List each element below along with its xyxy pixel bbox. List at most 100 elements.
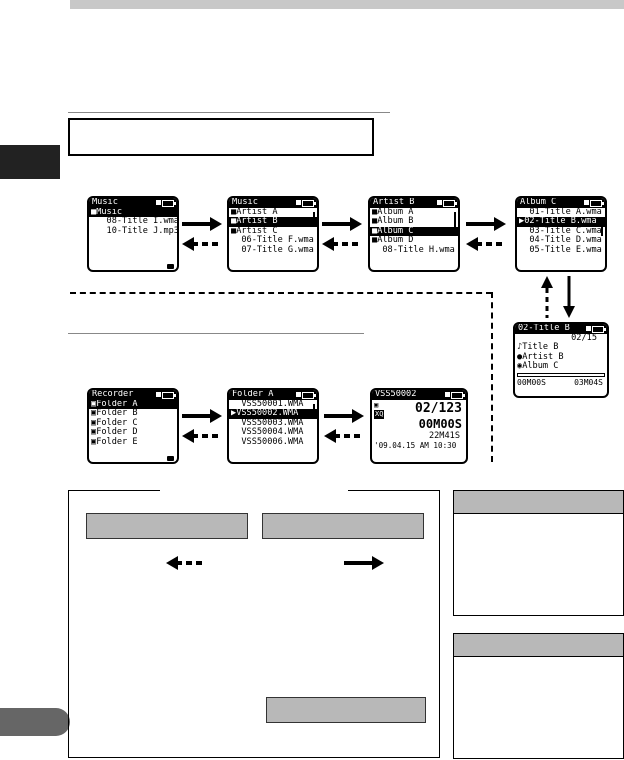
play-icon: ▶ bbox=[231, 408, 237, 419]
arrow-set-1 bbox=[182, 217, 222, 251]
heading-rule-recorder bbox=[68, 333, 364, 334]
screen-title: 02-Title B bbox=[518, 323, 570, 333]
side-note-2 bbox=[453, 633, 624, 759]
folder-icon: ■ bbox=[372, 207, 378, 217]
scrollbar bbox=[313, 404, 315, 418]
legend-label-bottom bbox=[266, 697, 426, 723]
list-item: 03-Title C.wma bbox=[529, 225, 602, 236]
track-title: Title B bbox=[522, 342, 559, 353]
folder-icon: ▣ bbox=[91, 417, 97, 428]
list-item: Artist C bbox=[236, 225, 278, 236]
list-item: Folder D bbox=[96, 427, 138, 438]
list-item: VSS50004.WMA bbox=[241, 427, 304, 438]
arrow-set-vertical bbox=[541, 276, 575, 318]
track-count: 02/15 bbox=[571, 333, 597, 343]
screen-track-info: 02-Title B 02/15 ♪Title B ●Artist B ◉Alb… bbox=[513, 322, 609, 398]
folder-a-icon: ▣ bbox=[374, 401, 379, 409]
progress-bar bbox=[517, 372, 605, 377]
arrow-set-3 bbox=[466, 217, 506, 251]
arrow-set-2 bbox=[322, 217, 362, 251]
folder-icon bbox=[167, 264, 174, 269]
list-item: 02-Title B.wma bbox=[524, 216, 597, 227]
note-icon: ♪ bbox=[517, 342, 523, 353]
heading-rule-music bbox=[68, 112, 390, 113]
folder-icon: ▣ bbox=[91, 408, 97, 419]
screen-music: Music ■Music 08-Title I.wma 10-Title J.m… bbox=[87, 196, 179, 272]
heading-box-music bbox=[68, 118, 374, 156]
play-icon: ▶ bbox=[519, 216, 525, 227]
list-item: Folder B bbox=[96, 408, 138, 419]
screen-title: Folder A bbox=[232, 389, 274, 399]
total-time: 03M04S bbox=[574, 377, 603, 387]
list-item: VSS50001.WMA bbox=[241, 399, 304, 409]
list-item: Folder C bbox=[96, 417, 138, 428]
list-item: Album B bbox=[377, 216, 414, 227]
side-note-1 bbox=[453, 490, 624, 616]
screen-album: Album C 01-Title A.wma ▶02-Title B.wma 0… bbox=[515, 196, 607, 272]
list-item: Artist B bbox=[236, 216, 278, 227]
screen-artist: Artist B ■Album A ■Album B ■Album C ■Alb… bbox=[368, 196, 460, 272]
screen-folder: Folder A VSS50001.WMA ▶VSS50002.WMA VSS5… bbox=[227, 388, 319, 464]
record-date: '09.04.15 AM 10:30 bbox=[374, 441, 457, 451]
list-item: 08-Title I.wma bbox=[106, 216, 179, 227]
screen-file: VSS50002 ▣ XQ 02/123 00M00S 22M41S '09.0… bbox=[370, 388, 468, 464]
list-item: Folder E bbox=[96, 436, 138, 447]
folder-icon bbox=[167, 456, 174, 461]
list-item: 10-Title J.mp3 bbox=[106, 225, 179, 236]
divider-dashed bbox=[70, 292, 492, 294]
legend-arrow-solid bbox=[344, 556, 384, 570]
elapsed-time: 00M00S bbox=[517, 377, 546, 387]
screen-title: Artist B bbox=[373, 197, 415, 207]
list-item: Album A bbox=[377, 207, 414, 217]
screen-title: Music bbox=[232, 197, 258, 207]
list-item: VSS50006.WMA bbox=[241, 436, 304, 447]
list-item: 06-Title F.wma bbox=[241, 235, 314, 246]
header-bar bbox=[70, 0, 624, 9]
battery-icon bbox=[162, 200, 176, 207]
list-item: Album C bbox=[377, 225, 414, 236]
side-note-header bbox=[454, 634, 623, 657]
folder-icon: ■ bbox=[372, 235, 378, 246]
scrollbar bbox=[601, 222, 603, 236]
legend-arrow-dashed bbox=[166, 556, 206, 570]
folder-icon: ■ bbox=[231, 225, 237, 236]
list-item: 08-Title H.wma bbox=[382, 244, 455, 255]
list-item: 01-Title A.wma bbox=[529, 207, 602, 217]
list-item: Music bbox=[96, 207, 123, 217]
scrollbar bbox=[454, 212, 456, 232]
section-tab bbox=[0, 145, 60, 179]
list-item: VSS50003.WMA bbox=[241, 417, 304, 428]
battery-icon bbox=[302, 200, 316, 207]
track-artist: Artist B bbox=[522, 351, 564, 362]
arrow-set-5 bbox=[324, 409, 364, 443]
track-album: Album C bbox=[522, 361, 559, 372]
arrow-set-4 bbox=[182, 409, 222, 443]
divider-dashed-vertical bbox=[491, 292, 493, 462]
scrollbar bbox=[313, 212, 315, 224]
folder-icon: ▣ bbox=[91, 427, 97, 438]
page-tab bbox=[0, 708, 70, 736]
list-item: VSS50002.WMA bbox=[236, 408, 299, 419]
file-length: 22M41S bbox=[428, 431, 460, 441]
battery-icon bbox=[451, 392, 465, 399]
folder-icon: ■ bbox=[231, 216, 237, 227]
folder-icon: ▣ bbox=[91, 399, 97, 409]
list-item: 04-Title D.wma bbox=[529, 235, 602, 246]
battery-icon bbox=[302, 392, 316, 399]
side-note-header bbox=[454, 491, 623, 514]
folder-icon: ■ bbox=[372, 216, 378, 227]
folder-icon: ■ bbox=[91, 207, 97, 217]
elapsed-time: 00M00S bbox=[418, 417, 462, 431]
file-count: 02/123 bbox=[415, 401, 462, 416]
list-item: Folder A bbox=[96, 399, 138, 409]
legend-label-back bbox=[86, 513, 248, 539]
screen-title: Recorder bbox=[92, 389, 134, 399]
list-item: Album D bbox=[377, 235, 414, 246]
legend-label-forward bbox=[262, 513, 424, 539]
album-icon: ◉ bbox=[517, 361, 523, 372]
battery-icon bbox=[443, 200, 457, 207]
screen-recorder: Recorder ▣Folder A ▣Folder B ▣Folder C ▣… bbox=[87, 388, 179, 464]
screen-title: VSS50002 bbox=[375, 389, 417, 399]
screen-title: Music bbox=[92, 197, 118, 207]
record-mode: XQ bbox=[374, 410, 385, 420]
